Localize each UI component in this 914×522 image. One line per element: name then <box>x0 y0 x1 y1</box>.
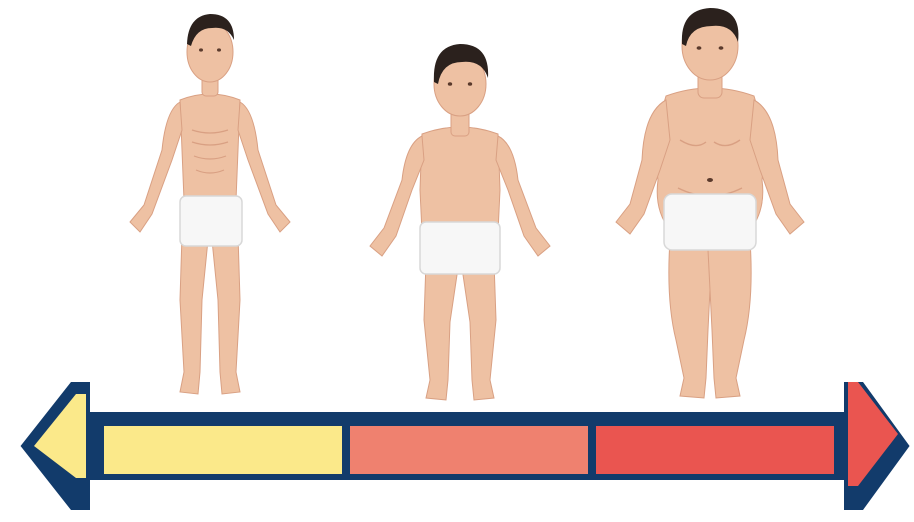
scale-segment-low <box>104 426 342 474</box>
overweight-body-icon <box>600 0 820 410</box>
scale-segment-high <box>596 426 834 474</box>
weight-scale-arrow <box>0 370 914 522</box>
normal-weight-body-icon <box>350 0 570 410</box>
underweight-body-icon <box>100 0 320 410</box>
scale-segment-mid <box>350 426 588 474</box>
